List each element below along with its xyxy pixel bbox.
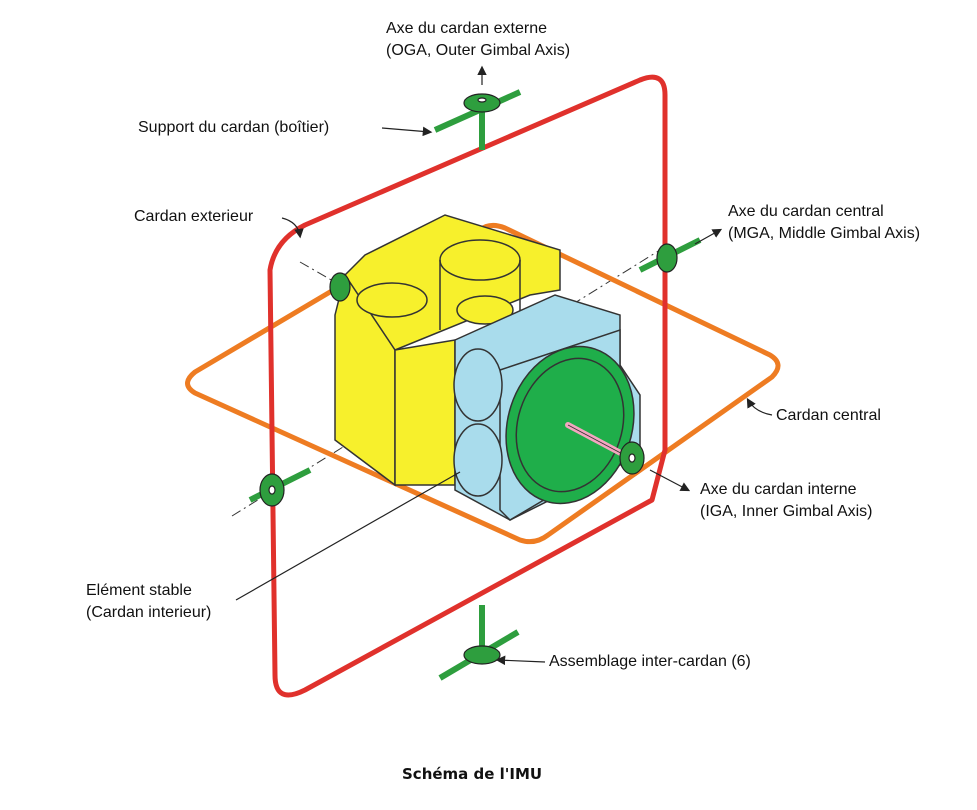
label-inner-gimbal-axis: Axe du cardan interne (IGA, Inner Gimbal… <box>700 479 873 523</box>
diagram-caption: Schéma de l'IMU <box>402 765 543 783</box>
label-oga-line2: (OGA, Outer Gimbal Axis) <box>386 42 571 59</box>
label-iga-line1: Axe du cardan interne <box>700 481 857 498</box>
label-stable-element: Elément stable (Cardan interieur) <box>86 580 211 624</box>
label-mga-line2: (MGA, Middle Gimbal Axis) <box>728 225 921 242</box>
label-stable-line2: (Cardan interieur) <box>86 604 212 621</box>
label-middle-gimbal: Cardan central <box>776 407 881 424</box>
stable-element-yellow-block <box>334 214 561 487</box>
stable-element-blue-block <box>453 294 641 521</box>
label-gimbal-support: Support du cardan (boîtier) <box>138 119 330 136</box>
label-stable-line1: Elément stable <box>86 582 192 599</box>
label-mga-line1: Axe du cardan central <box>728 203 884 220</box>
gimbal-axis-assemblies <box>248 89 702 681</box>
label-middle-gimbal-axis: Axe du cardan central (MGA, Middle Gimba… <box>728 201 920 245</box>
label-iga-line2: (IGA, Inner Gimbal Axis) <box>700 503 873 520</box>
label-inter-gimbal-assembly: Assemblage inter-cardan (6) <box>549 653 751 670</box>
label-outer-gimbal: Cardan exterieur <box>134 208 254 225</box>
outer-gimbal-frame <box>267 74 668 698</box>
leader-lines <box>235 65 773 666</box>
label-oga-line1: Axe du cardan externe <box>386 20 547 37</box>
label-outer-gimbal-axis: Axe du cardan externe (OGA, Outer Gimbal… <box>386 18 570 62</box>
